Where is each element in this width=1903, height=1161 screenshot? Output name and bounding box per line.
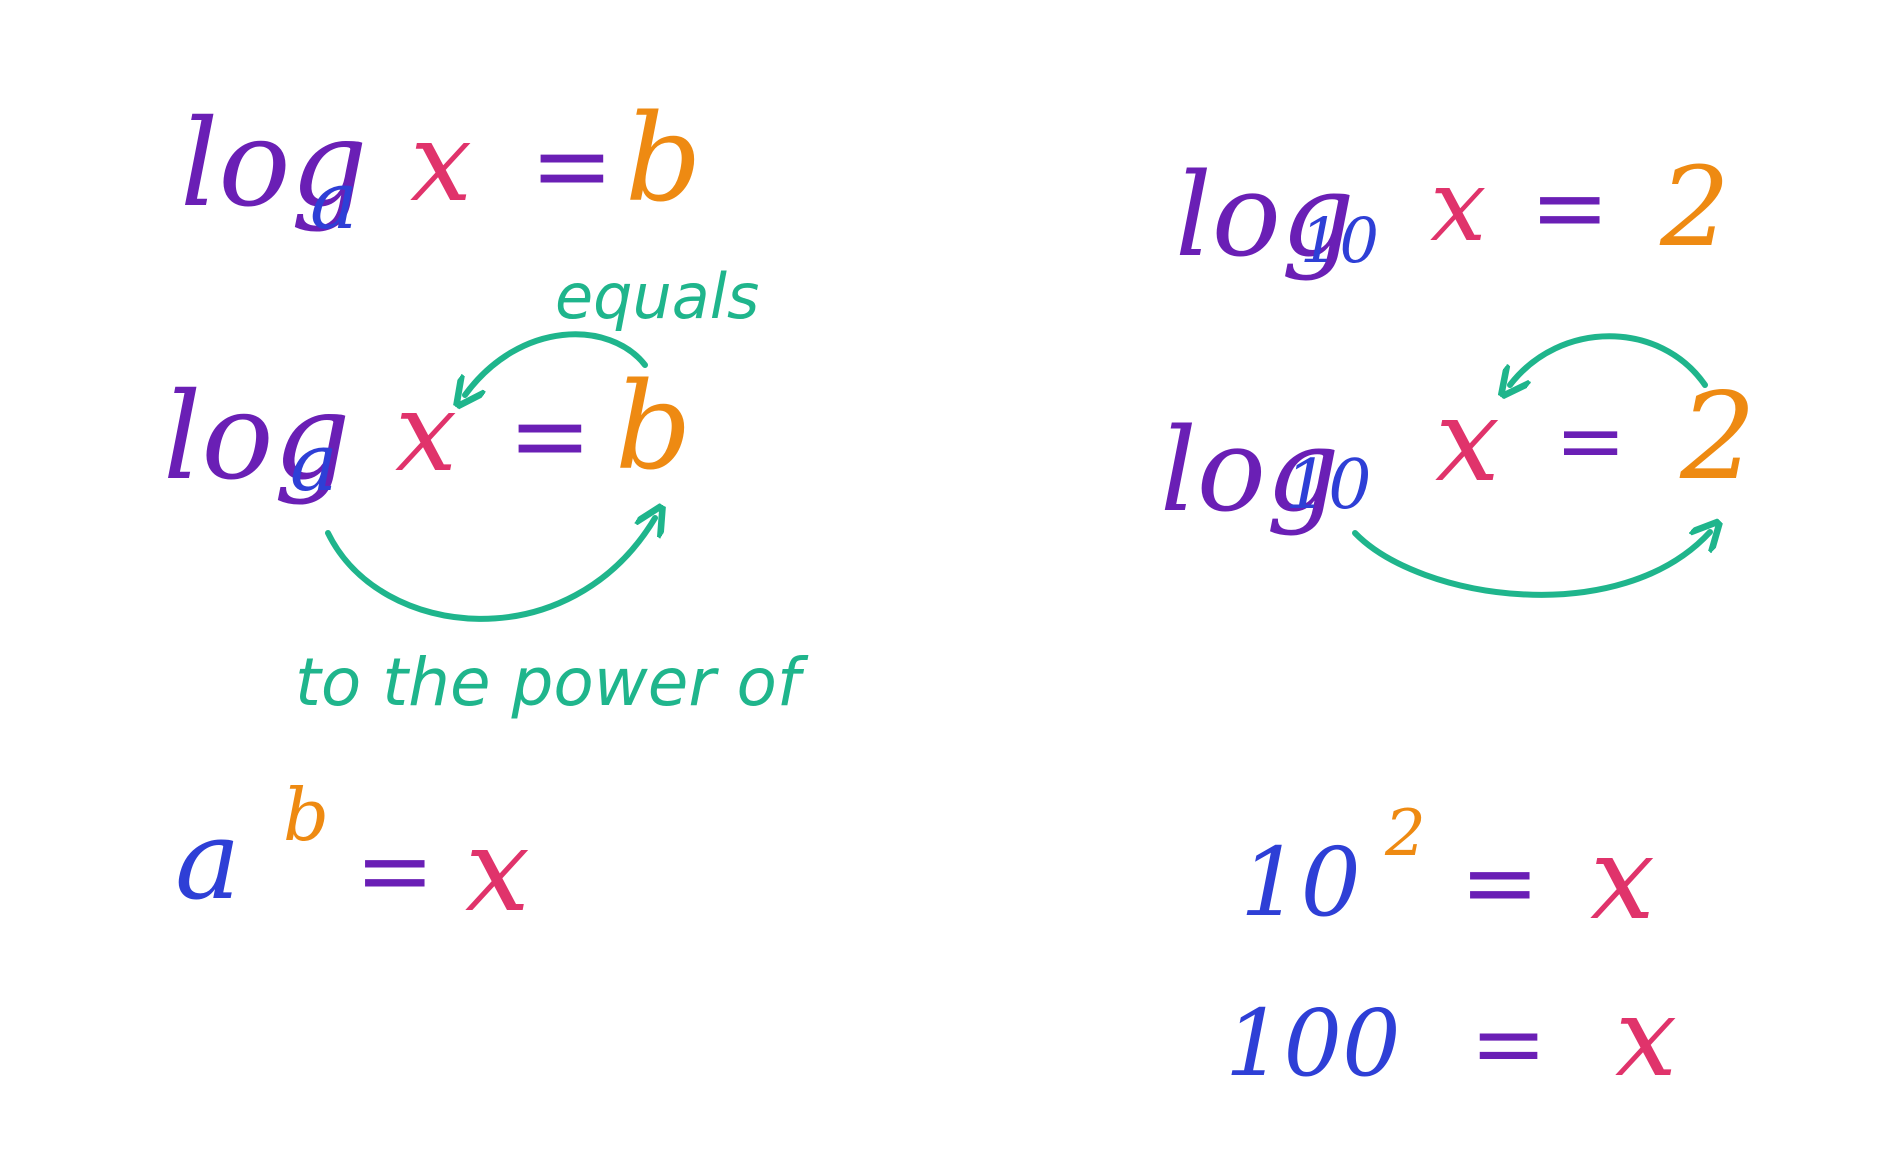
right-eq2-log: log <box>1160 404 1340 538</box>
left-eq1-log: log <box>180 95 367 234</box>
left-equation-3: a b = x <box>175 773 530 938</box>
right-eq3-equals: = <box>1460 828 1540 938</box>
right-eq1-base: 10 <box>1300 204 1379 277</box>
label-to-the-power-of: to the power of <box>295 644 809 721</box>
left-eq1-value: b <box>625 90 702 229</box>
left-arrow-equals <box>465 331 648 395</box>
left-eq3-x: x <box>465 804 530 938</box>
right-eq3-base: 10 <box>1240 828 1361 938</box>
label-equals: equals <box>555 260 759 333</box>
right-eq3-x: x <box>1590 812 1655 946</box>
right-eq3-exponent: 2 <box>1384 797 1426 871</box>
left-equation-2: log a x = b <box>163 358 692 509</box>
right-equation-1: log 10 x = 2 <box>1175 143 1730 283</box>
right-eq2-value: 2 <box>1679 368 1756 507</box>
right-equation-2: log 10 x = 2 <box>1160 368 1756 538</box>
left-eq1-equals: = <box>530 107 614 224</box>
right-eq2-x: x <box>1435 374 1500 508</box>
left-eq3-base: a <box>175 796 241 924</box>
right-eq4-value: 100 <box>1225 990 1401 1097</box>
left-eq1-base: a <box>310 154 358 247</box>
left-eq3-equals: = <box>355 816 435 926</box>
right-eq2-equals: = <box>1555 392 1626 491</box>
right-eq2-base: 10 <box>1285 446 1372 525</box>
right-eq4-x: x <box>1615 973 1677 1101</box>
right-eq1-value: 2 <box>1659 143 1730 271</box>
left-eq2-log: log <box>163 368 350 507</box>
right-equation-3: 10 2 = x <box>1240 797 1655 946</box>
right-arrow-power <box>1352 532 1710 598</box>
left-eq3-exponent: b <box>283 773 329 857</box>
right-equation-4: 100 = x <box>1225 973 1677 1101</box>
left-eq2-base: a <box>290 416 338 509</box>
left-eq1-x: x <box>410 98 472 226</box>
left-eq2-equals: = <box>508 377 592 494</box>
left-eq2-value: b <box>615 358 692 497</box>
left-arrow-power <box>325 518 655 622</box>
right-eq4-equals: = <box>1470 990 1547 1097</box>
right-eq1-x: x <box>1430 147 1486 264</box>
right-arrow-equals <box>1510 333 1708 385</box>
right-eq1-equals: = <box>1530 153 1610 263</box>
right-eq1-log: log <box>1175 149 1355 283</box>
left-equation-1: log a x = b <box>180 90 702 247</box>
left-eq2-x: x <box>395 368 457 496</box>
